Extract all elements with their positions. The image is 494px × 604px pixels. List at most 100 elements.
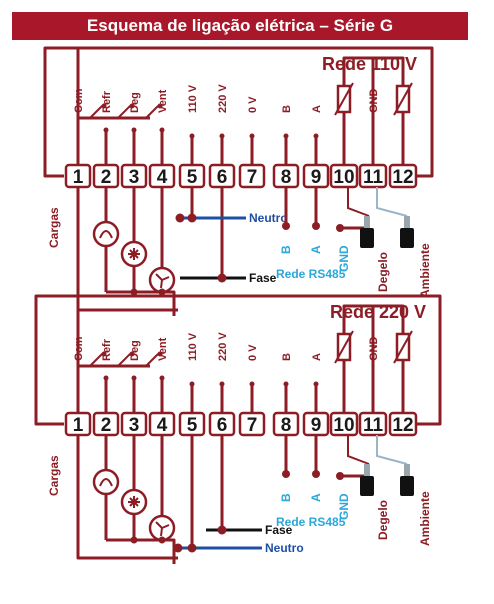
terminal-number: 9: [311, 167, 322, 188]
terminal-number: 6: [217, 415, 228, 436]
rs485-terminal: [282, 470, 290, 478]
diagram-title: Esquema de ligação elétrica – Série G: [12, 12, 468, 40]
terminal-number: 6: [217, 167, 228, 188]
terminal-number: 12: [392, 415, 413, 436]
terminal-number: 2: [101, 167, 112, 188]
terminal-top-label: Deg: [129, 340, 141, 361]
terminal-number: 8: [281, 415, 292, 436]
terminal-number: 7: [247, 415, 258, 436]
terminal-11: [358, 411, 388, 437]
degelo-probe: [360, 228, 374, 248]
compressor-icon: [92, 468, 120, 496]
gnd-label: GND: [337, 493, 351, 520]
relay-pivot: [103, 127, 109, 133]
ntc-arrow: [334, 82, 354, 116]
degelo-label: Degelo: [376, 500, 390, 540]
fase-label: Fase: [265, 523, 293, 537]
rs485-label: Rede RS485: [276, 267, 346, 281]
terminal-top-label: 110 V: [187, 84, 199, 113]
gnd-lead: [340, 218, 369, 230]
ambiente-label: Ambiente: [418, 491, 432, 546]
ntc-arrow: [393, 330, 413, 364]
fan-icon: [155, 273, 170, 289]
degelo-probe: [364, 464, 370, 476]
probe-cable: [376, 435, 408, 465]
terminal-number: 4: [157, 415, 168, 436]
terminal-top-label: Refr: [101, 338, 113, 361]
cargas-label: Cargas: [47, 207, 61, 248]
neutro-junction: [175, 213, 185, 223]
ambiente-probe: [404, 464, 410, 476]
neutro-label: Neutro: [249, 211, 288, 225]
relay-pivot: [157, 103, 163, 109]
terminal-number: 3: [129, 167, 140, 188]
terminal-7: [238, 163, 266, 189]
relay-contact: [117, 105, 131, 119]
terminal-number: 4: [157, 167, 168, 188]
gnd-label: GND: [337, 245, 351, 272]
terminal-number: 1: [73, 415, 84, 436]
compressor-icon: [99, 230, 113, 239]
terminal-number: 11: [363, 167, 384, 188]
relay-pivot: [159, 127, 165, 133]
relay-pivot: [157, 351, 163, 357]
degelo-probe: [360, 476, 374, 496]
rs485-bus-label: B: [279, 245, 293, 254]
fase-junction: [217, 525, 227, 535]
ambiente-probe: [400, 476, 414, 496]
terminal-top-label: B: [281, 353, 293, 361]
terminal-number: 10: [333, 415, 354, 436]
terminal-number: 5: [187, 167, 198, 188]
cargas-label: Cargas: [47, 455, 61, 496]
ambiente-probe: [400, 228, 414, 248]
gnd-terminal: [336, 224, 344, 232]
terminal-top-label: 0 V: [247, 96, 259, 113]
defrost-icon: [128, 248, 140, 260]
rs485-terminal: [282, 222, 290, 230]
junction-dot: [130, 288, 138, 296]
terminal-7: [238, 411, 266, 437]
rs485-bus-label: A: [309, 493, 323, 502]
terminal-number: 2: [101, 415, 112, 436]
sensor-bridge: [342, 304, 405, 336]
terminal-top-label: 220 V: [217, 84, 229, 113]
terminal-number: 12: [392, 167, 413, 188]
rs485-terminal: [312, 470, 320, 478]
junction-dot: [130, 536, 138, 544]
terminal-number: 9: [311, 415, 322, 436]
probe-cable: [347, 187, 370, 217]
fase-label: Fase: [249, 271, 277, 285]
defrost-icon: [128, 496, 140, 508]
relay-pivot: [131, 127, 137, 133]
terminal-top-label: A: [311, 105, 323, 113]
fan-icon: [155, 521, 170, 537]
fase-junction: [217, 273, 227, 283]
terminal-top-label: 220 V: [217, 332, 229, 361]
frame-wire: [34, 294, 80, 426]
terminal-number: 1: [73, 167, 84, 188]
neutro-junction: [173, 543, 183, 553]
sensor-bridge: [342, 56, 405, 88]
terminal-12: [388, 163, 418, 189]
gnd-lead: [340, 466, 369, 478]
neutro-junction: [187, 543, 197, 553]
degelo-label: Degelo: [376, 252, 390, 292]
terminal-number: 7: [247, 167, 258, 188]
relay-contact: [117, 353, 131, 367]
rs485-bus-label: A: [309, 245, 323, 254]
frame-wire: [45, 46, 434, 178]
terminal-10: [329, 411, 359, 437]
ambiente-probe: [404, 216, 410, 228]
com-bus: [76, 364, 150, 413]
relay-pivot: [101, 103, 107, 109]
relay-contact: [145, 353, 159, 367]
terminal-top-label: Refr: [101, 90, 113, 113]
relay-pivot: [159, 375, 165, 381]
terminal-top-label: Vent: [157, 337, 169, 361]
relay-pivot: [129, 351, 135, 357]
relay-pivot: [103, 375, 109, 381]
terminal-number: 11: [363, 415, 384, 436]
terminal-number: 5: [187, 415, 198, 436]
rs485-label: Rede RS485: [276, 515, 346, 529]
